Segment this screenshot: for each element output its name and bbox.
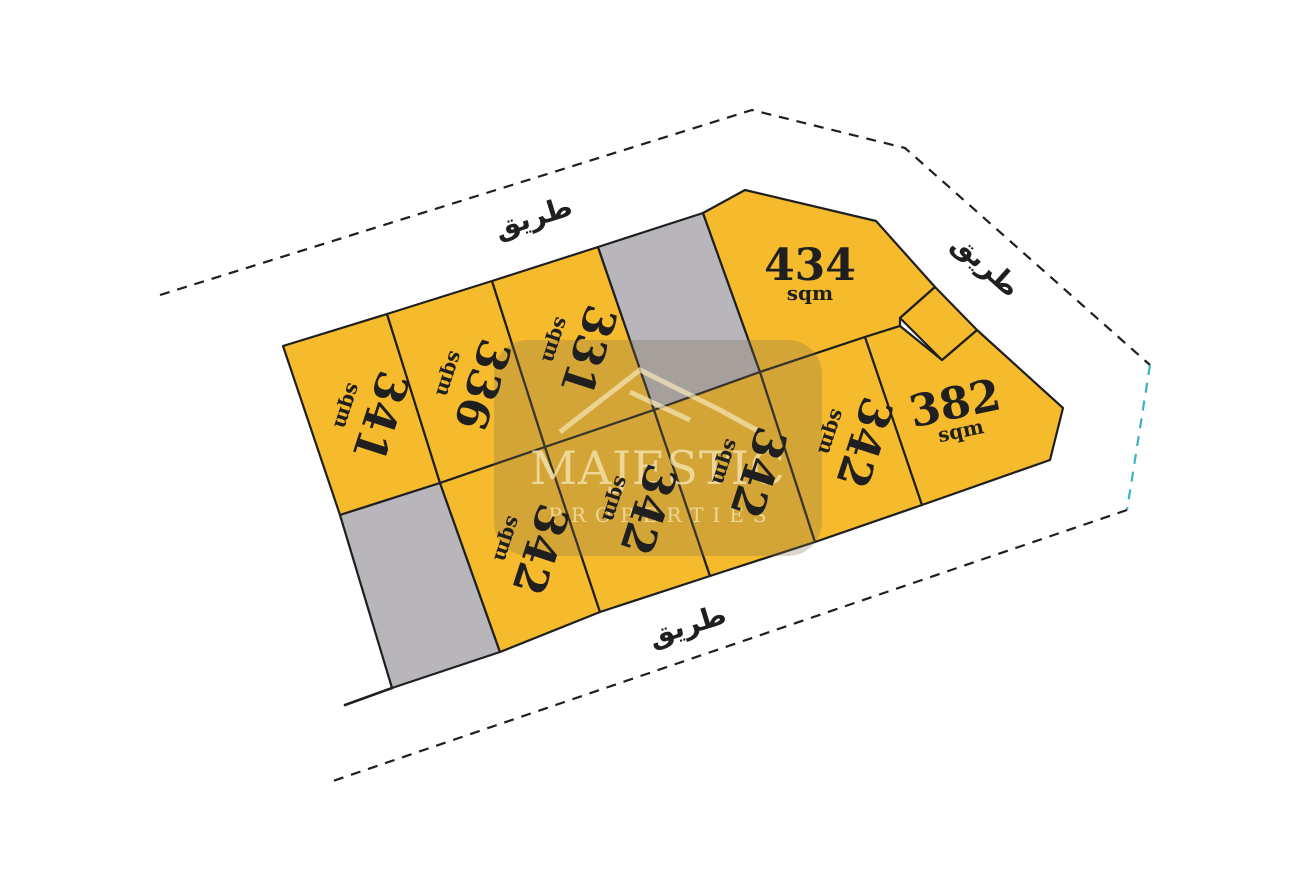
east-road-edge-accent xyxy=(1125,364,1152,511)
south-road-label: طريق xyxy=(644,598,730,653)
watermark-brand: MAJESTIC xyxy=(530,441,786,495)
watermark-sub: PROPERTIES xyxy=(548,503,775,527)
east-road-label: طريق xyxy=(946,226,1027,304)
boundary-lines xyxy=(343,686,394,707)
watermark-roof-icon xyxy=(558,367,762,435)
south-road-edge xyxy=(329,508,1128,784)
plots xyxy=(281,188,1065,690)
road-edges xyxy=(159,108,1152,784)
label-434: 434 sqm xyxy=(764,240,856,305)
watermark: MAJESTIC PROPERTIES xyxy=(494,340,822,556)
north-road-edge xyxy=(159,108,1151,366)
plot-area: 434 xyxy=(764,240,856,291)
plot-382[interactable] xyxy=(863,324,1065,507)
south-boundary-line xyxy=(343,686,394,707)
watermark-roof-inner-icon xyxy=(628,389,692,423)
watermark-box xyxy=(494,340,822,556)
plot-unit: sqm xyxy=(787,281,833,305)
utility-square xyxy=(898,285,979,362)
north-road-label: طريق xyxy=(490,190,576,245)
